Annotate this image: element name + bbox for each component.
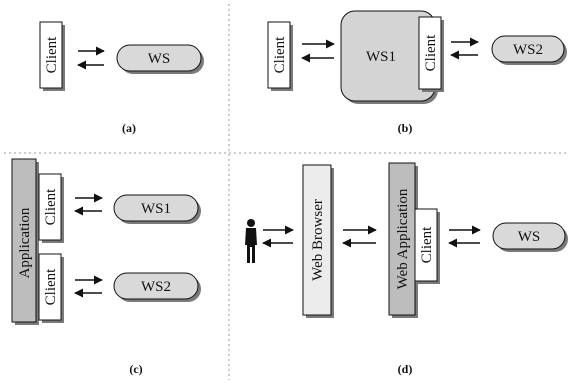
panel-a: Client WS (a) <box>39 21 204 135</box>
client-inner-label: Client <box>423 34 439 71</box>
web-application-label: Web Application <box>395 188 411 289</box>
ws-pill <box>492 222 566 250</box>
ws1-label: WS1 <box>366 49 396 65</box>
client-box-bottom <box>38 253 62 321</box>
panel-c: Application Client Client WS1 WS2 (c) <box>11 158 201 376</box>
web-browser-box <box>302 164 332 316</box>
caption-c: (c) <box>129 362 142 376</box>
web-browser-label: Web Browser <box>310 199 326 281</box>
client-bottom-label: Client <box>43 268 59 305</box>
panel-d: Web Browser Web Application Client WS (d… <box>245 162 568 376</box>
caption-d: (d) <box>398 362 413 376</box>
caption-b: (b) <box>398 121 413 135</box>
client-box-top <box>38 173 62 241</box>
client-box <box>39 21 63 89</box>
application-box <box>11 158 37 323</box>
client-box-inner <box>418 16 442 90</box>
ws2-label: WS2 <box>141 279 171 295</box>
caption-a: (a) <box>122 121 136 135</box>
ws2-pill <box>113 272 199 300</box>
ws1-pill <box>113 194 199 222</box>
web-application-box <box>388 162 416 316</box>
client-top-label: Client <box>43 188 59 225</box>
application-label: Application <box>17 207 33 278</box>
ws-pill <box>116 44 202 72</box>
ws2-label: WS2 <box>513 42 543 58</box>
person-icon <box>245 219 257 263</box>
client-left-label: Client <box>272 36 288 73</box>
ws1-label: WS1 <box>141 201 171 217</box>
panel-b: Client WS1 Client WS2 (b) <box>267 10 567 135</box>
client-box-left <box>267 21 291 89</box>
ws-label: WS <box>518 229 541 245</box>
ws2-pill <box>491 35 565 63</box>
client-label: Client <box>44 36 60 73</box>
client-label: Client <box>419 226 435 263</box>
client-box <box>414 208 438 282</box>
ws-label: WS <box>148 51 171 67</box>
